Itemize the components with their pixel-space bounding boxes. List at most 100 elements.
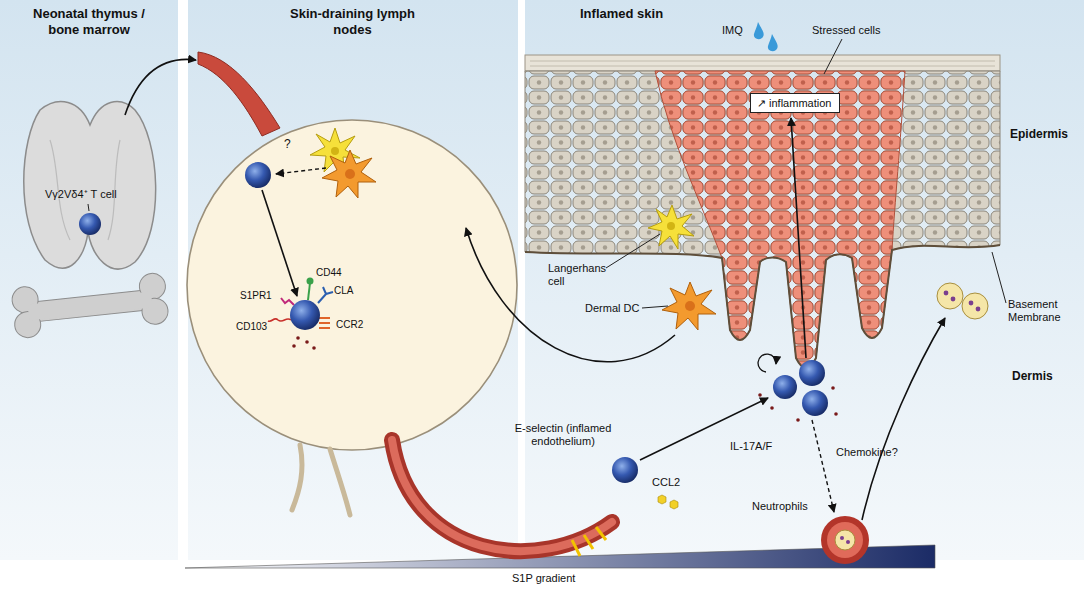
label: Neutrophils — [752, 500, 808, 513]
thymus-arrow — [125, 59, 196, 115]
label: Epidermis — [1010, 128, 1068, 141]
panel-heading: Neonatal thymus / bone marrow — [33, 6, 145, 38]
neutrophils — [835, 530, 855, 550]
imq-drops — [824, 39, 842, 74]
panel-grounds — [188, 0, 518, 560]
activated-cell — [319, 318, 330, 328]
blood-vessel — [596, 527, 606, 540]
dermis-cells — [758, 393, 762, 397]
label: Langerhans cell — [548, 262, 618, 288]
dermis-cells — [770, 406, 774, 410]
label: IMQ — [722, 24, 743, 37]
thymus-bone — [11, 272, 169, 339]
panel-grounds — [0, 0, 1084, 560]
activated-cell — [268, 278, 333, 350]
activated-cell — [318, 287, 333, 303]
panel-heading: Skin-draining lymph nodes — [290, 6, 415, 38]
neutrophils — [846, 540, 850, 544]
panel: Skin-draining lymph nodes — [188, 0, 518, 560]
label: ? — [284, 138, 291, 151]
skin-dcs — [685, 301, 695, 311]
thymus-bone — [88, 204, 89, 211]
neutrophils — [951, 297, 956, 302]
lymph-node-cells — [262, 190, 297, 296]
panel: Inflamed skin ↗ inflammation — [525, 0, 1084, 560]
label: CD103 — [236, 320, 267, 333]
label: Chemokine? — [836, 446, 898, 459]
blood-vessel — [392, 440, 612, 556]
neutrophils — [821, 516, 869, 564]
lymph-node — [198, 52, 280, 136]
activated-cell — [281, 298, 294, 305]
activated-cell — [308, 283, 310, 300]
dermis-cells — [796, 418, 800, 422]
label: Vγ2Vδ4⁺ T cell — [45, 188, 117, 201]
neutrophils — [937, 283, 963, 309]
neutrophils — [821, 283, 988, 564]
epidermis — [992, 252, 1006, 303]
label: S1PR1 — [240, 289, 272, 302]
label: S1P gradient — [512, 572, 575, 585]
dermis-cells — [812, 420, 834, 512]
thymus-bone — [24, 102, 156, 269]
epidermis — [525, 245, 1000, 368]
blood-vessel — [572, 540, 580, 556]
thymus-bone — [27, 290, 152, 323]
lymph-node — [187, 120, 517, 450]
blood-vessel — [584, 535, 593, 549]
skin-dcs — [606, 234, 660, 268]
lymph-node-cells — [331, 147, 339, 155]
thymus-arrow — [125, 59, 196, 115]
skin-dcs — [466, 205, 716, 362]
neutrophils — [962, 293, 988, 319]
label: Dermis — [1012, 370, 1053, 383]
process-box: ↗ inflammation — [750, 93, 840, 113]
activated-cell — [290, 300, 320, 330]
epidermis — [655, 71, 905, 368]
neutrophils — [976, 307, 981, 312]
epidermis — [525, 55, 1000, 71]
lymph-node — [187, 52, 517, 515]
lymph-node-cells — [245, 128, 376, 296]
label: CCR2 — [336, 318, 363, 331]
panel-grounds — [525, 0, 1084, 560]
lymph-node-cells — [245, 162, 271, 188]
blood-vessel — [392, 440, 612, 551]
dermis-cells — [758, 354, 776, 372]
neutrophils — [862, 318, 945, 520]
dermis-cells — [658, 495, 666, 504]
neutrophils — [944, 291, 949, 296]
panel: Neonatal thymus / bone marrow — [0, 0, 178, 560]
neutrophils — [969, 301, 974, 306]
activated-cell — [305, 340, 309, 344]
epidermis — [525, 71, 1000, 368]
box-text: ↗ inflammation — [757, 96, 833, 110]
label: CLA — [334, 284, 353, 297]
skin-dcs — [667, 222, 675, 230]
dermis-cells — [831, 386, 835, 390]
dermis-cells — [799, 360, 825, 386]
label: Basement Membrane — [1008, 298, 1080, 324]
panel-heading: Inflamed skin — [580, 6, 780, 22]
lymph-node — [292, 445, 350, 515]
skin-dcs — [662, 282, 716, 330]
dermis-cells — [670, 500, 678, 509]
skin-dcs — [466, 228, 675, 362]
label: CCL2 — [652, 476, 680, 489]
activated-cell — [268, 319, 291, 322]
label: CD44 — [316, 266, 342, 279]
panel-grounds — [0, 0, 178, 560]
dermis-cells — [802, 390, 828, 416]
activated-cell — [307, 278, 314, 285]
imq-drops — [754, 22, 764, 39]
label: IL-17A/F — [730, 440, 772, 453]
neutrophils — [827, 522, 863, 558]
neutrophils — [840, 536, 844, 540]
epidermis — [530, 61, 995, 66]
blood-vessel — [392, 440, 612, 551]
thymus-bone — [11, 102, 169, 339]
lymph-node-cells — [322, 150, 376, 198]
label: Stressed cells — [812, 24, 880, 37]
